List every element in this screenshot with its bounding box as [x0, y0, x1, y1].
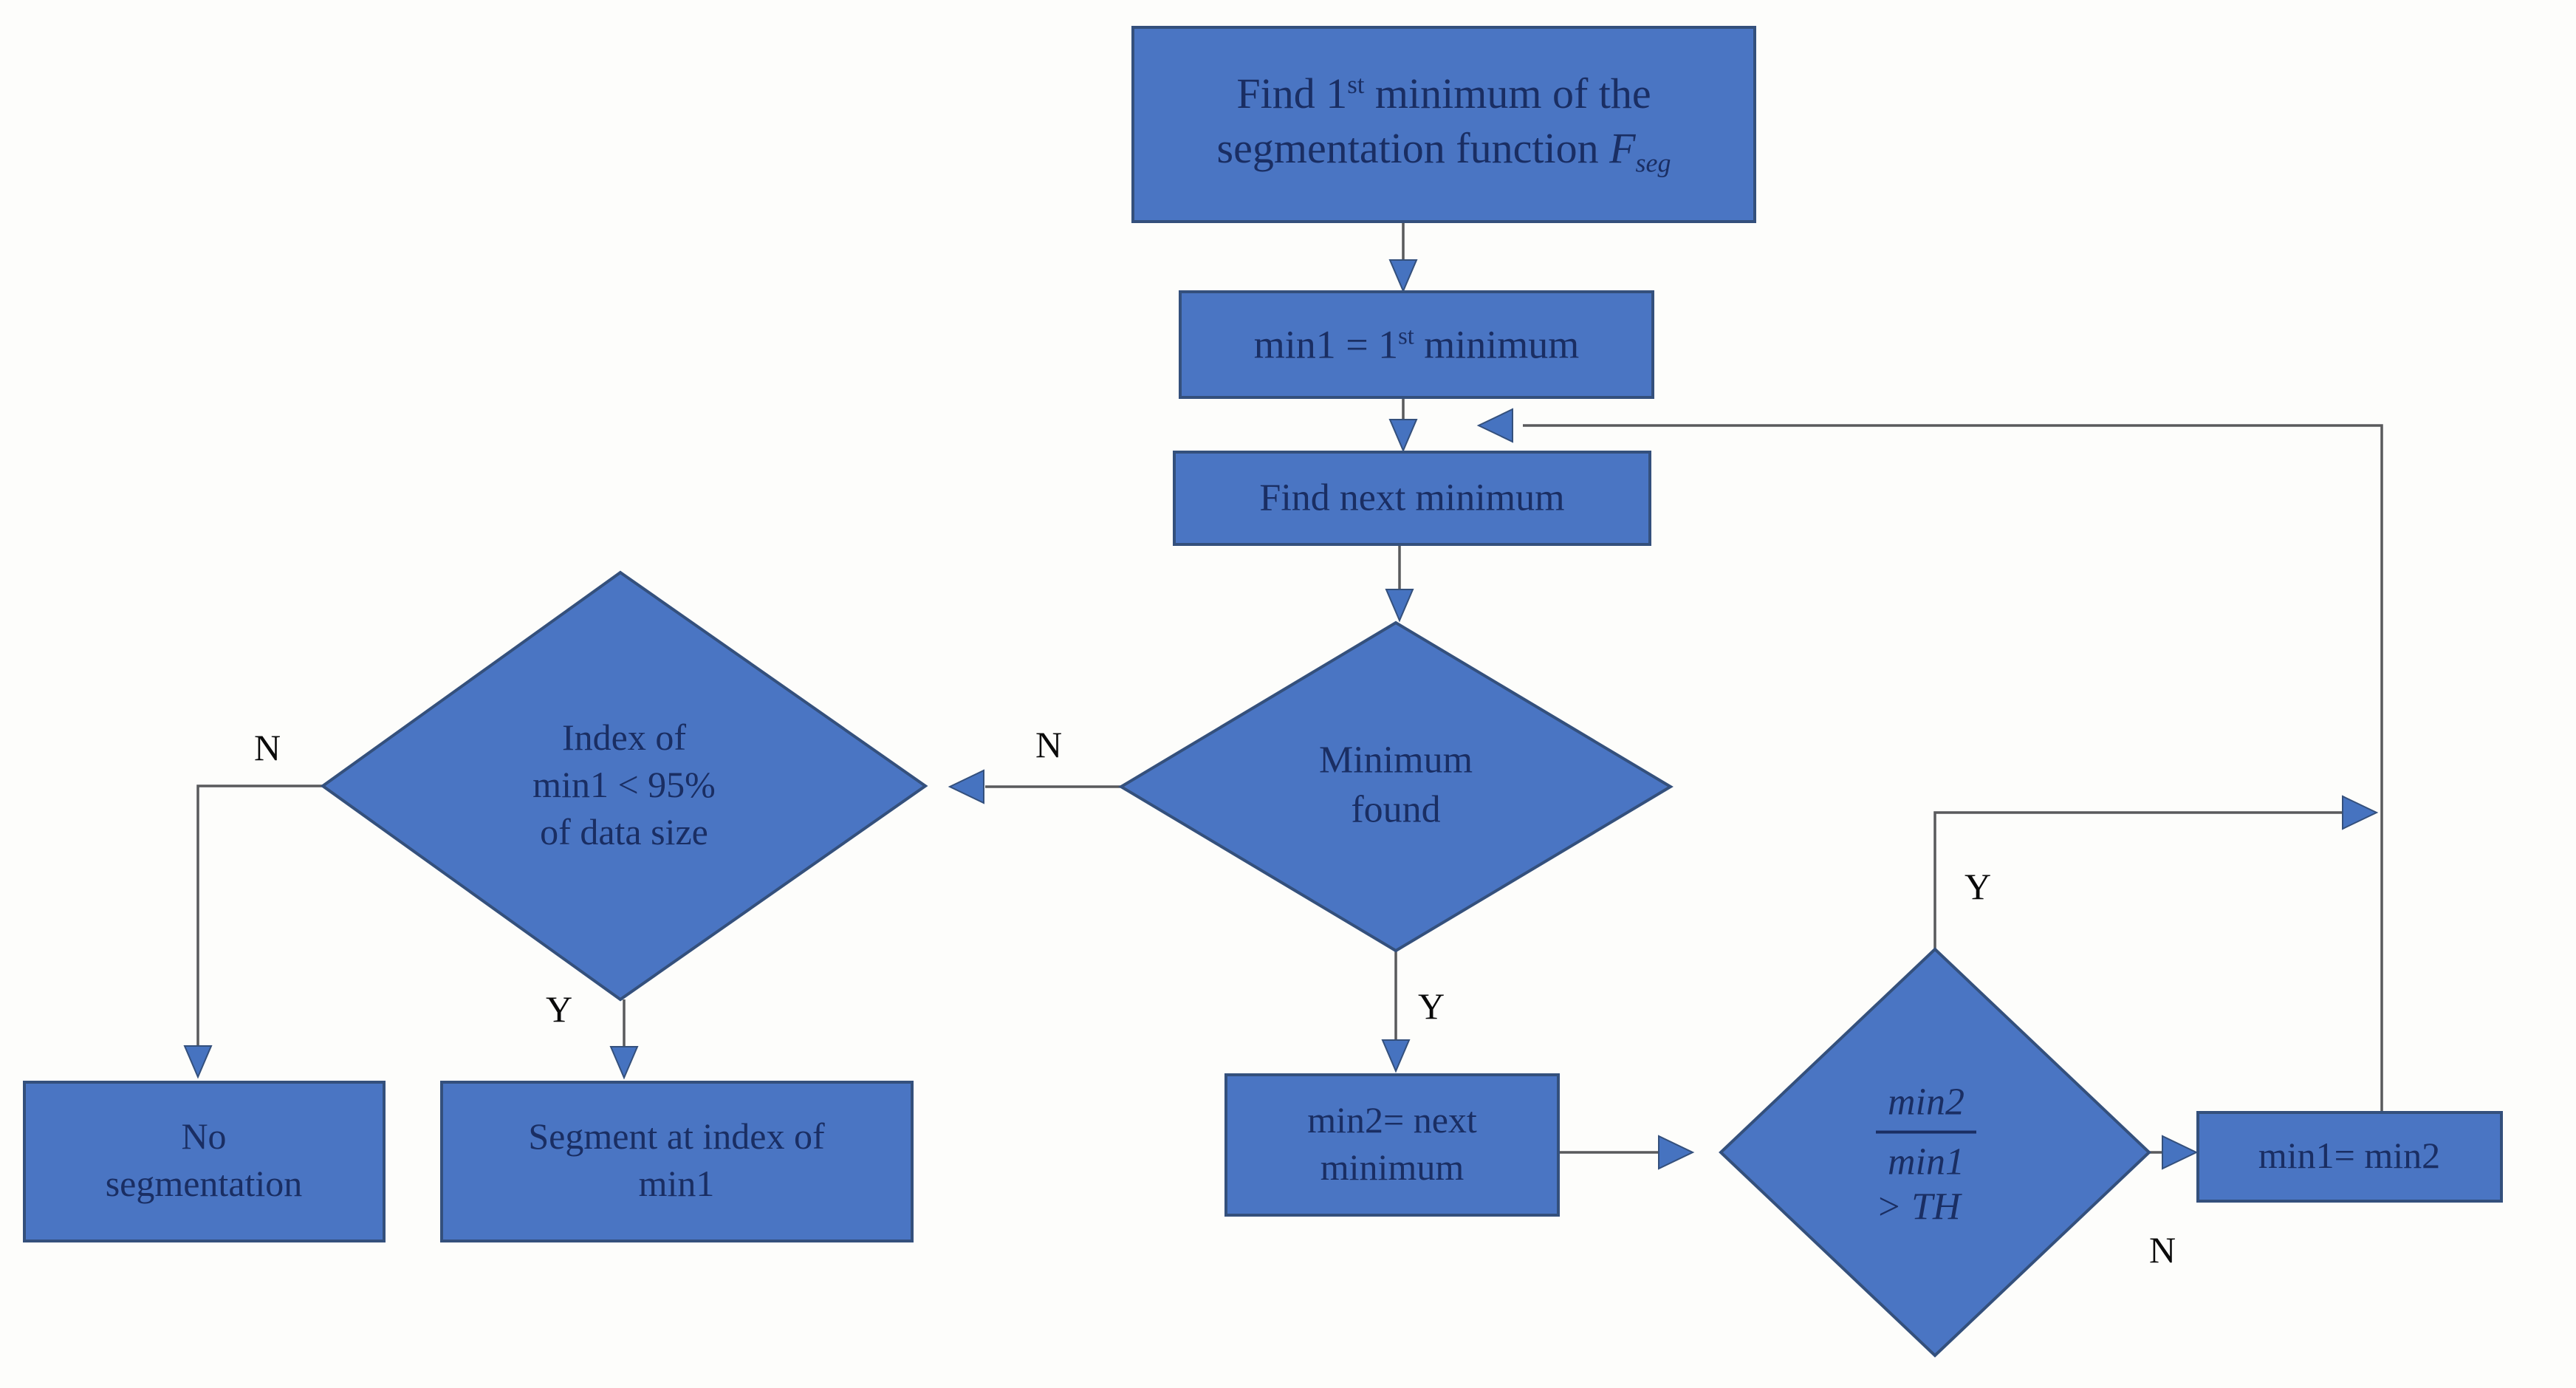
decision-diamond-ratio-check: [1719, 947, 2151, 1358]
math-symbol-F: F: [1609, 124, 1636, 173]
text-segment: segmentation function: [1216, 124, 1610, 173]
process-box-assign-min1: [1179, 290, 1654, 399]
text-line: Minimum: [1318, 739, 1473, 782]
process-box-find-next-minimum: [1173, 451, 1651, 546]
arrowhead-down-icon: [1385, 589, 1414, 623]
arrowhead-right-icon: [2162, 1135, 2199, 1170]
text-segment: minimum: [1414, 322, 1580, 367]
label-assign-min2: min2= next minimum: [1307, 1096, 1477, 1191]
label-find-first-minimum: Find 1st minimum of the segmentation fun…: [1217, 66, 1671, 180]
arrowhead-right-icon: [2342, 795, 2379, 830]
process-box-no-segmentation: [23, 1081, 386, 1242]
edge-label-ratio-check-no: N: [2148, 1229, 2176, 1271]
fraction: min2 min1: [1876, 1081, 1976, 1183]
label-minimum-found: Minimum found: [1319, 736, 1473, 834]
text-segment: minimum of the: [1364, 69, 1651, 118]
text-line: min2= next: [1307, 1099, 1477, 1141]
arrowhead-down-icon: [1381, 1039, 1411, 1073]
ratio-formula: min2 min1 > TH: [1876, 1081, 1976, 1229]
label-assign-min1: min1 = 1st minimum: [1254, 319, 1580, 370]
label-index-check: Index of min1 < 95% of data size: [532, 714, 716, 855]
edge-label-ratio-check-yes: Y: [1964, 866, 1992, 907]
decision-diamond-index-check: [320, 570, 928, 1002]
text-segment: Find next minimum: [1259, 476, 1565, 519]
subscript-seg: seg: [1635, 148, 1671, 178]
text-line: segmentation: [105, 1163, 303, 1204]
text-line: Index of: [561, 717, 686, 758]
text-line: min1: [638, 1163, 715, 1204]
label-ratio-check: min2 min1 > TH: [1876, 1081, 1976, 1233]
label-assign-min1-min2: min1= min2: [2258, 1132, 2440, 1179]
connector-ratio-check-yes: [1933, 811, 2344, 949]
text-line: found: [1351, 788, 1441, 830]
process-box-assign-min1-min2: [2196, 1111, 2503, 1203]
arrowhead-right-icon: [1658, 1135, 1695, 1170]
arrowhead-down-icon: [1388, 259, 1418, 293]
arrowhead-down-icon: [609, 1046, 639, 1080]
process-box-assign-min2: [1224, 1073, 1560, 1217]
superscript-st: st: [1347, 69, 1365, 99]
connector-index-check-no: [196, 784, 323, 1047]
edge-label-minimum-found-yes: Y: [1417, 985, 1445, 1027]
edge-label-index-check-yes: Y: [545, 988, 573, 1030]
edge-label-minimum-found-no: N: [1035, 724, 1063, 765]
arrowhead-down-icon: [1388, 419, 1418, 453]
arrowhead-left-icon: [1476, 408, 1513, 443]
text-segment: min1= min2: [2258, 1135, 2441, 1176]
text-segment: min1 = 1: [1253, 322, 1399, 367]
text-line: minimum: [1320, 1146, 1465, 1188]
text-line: of data size: [540, 811, 708, 852]
arrowhead-down-icon: [183, 1045, 213, 1079]
process-box-segment-at-index: [440, 1081, 914, 1242]
text-line: Segment at index of: [528, 1115, 825, 1157]
text-line: No: [181, 1115, 227, 1157]
comparison-text: > TH: [1876, 1186, 1961, 1228]
text-segment: Find 1: [1236, 69, 1348, 118]
text-line: min1 < 95%: [532, 764, 716, 805]
label-find-next-minimum: Find next minimum: [1259, 474, 1564, 524]
fraction-denominator: min1: [1888, 1141, 1964, 1183]
label-segment-at-index: Segment at index of min1: [528, 1112, 824, 1207]
arrowhead-left-icon: [948, 769, 984, 804]
decision-diamond-minimum-found: [1118, 621, 1674, 953]
connector-feedback-loop: [1523, 424, 2383, 1112]
edge-label-index-check-no: N: [253, 727, 281, 768]
fraction-numerator: min2: [1876, 1081, 1976, 1134]
label-no-segmentation: No segmentation: [106, 1112, 303, 1207]
process-box-find-first-minimum: [1131, 26, 1756, 223]
superscript-st: st: [1398, 323, 1414, 350]
